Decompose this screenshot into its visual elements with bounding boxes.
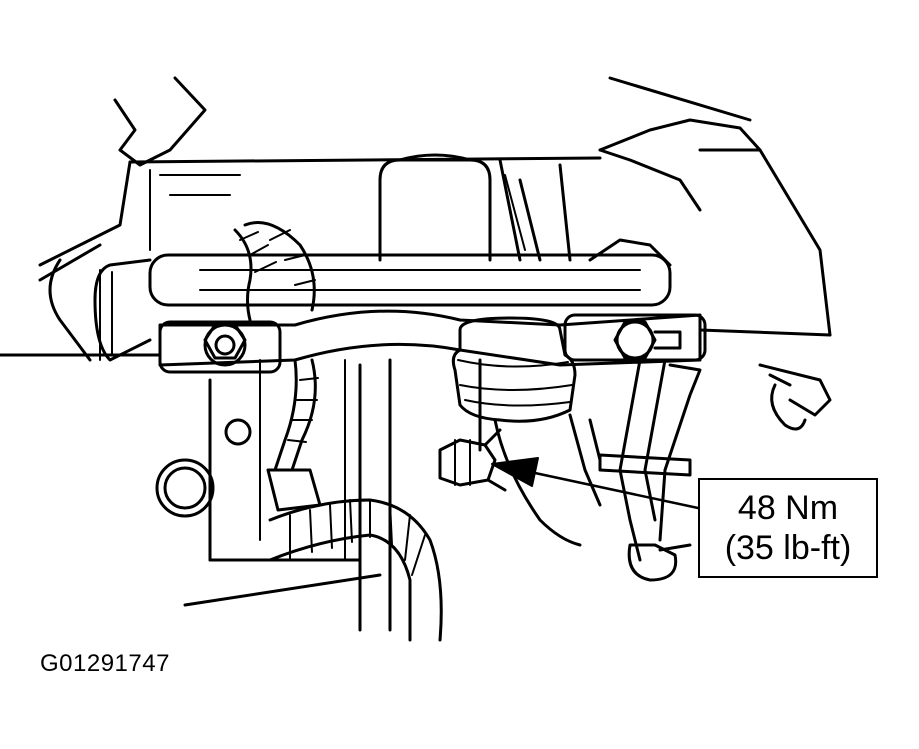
stabilizer-bar (48, 253, 672, 362)
torque-imperial-label: (35 lb-ft) (724, 529, 852, 567)
strut-assembly (358, 153, 572, 632)
torque-callout-box: 48 Nm (35 lb-ft) (698, 478, 878, 578)
tie-rod-fitting (438, 428, 507, 492)
right-side-lines (588, 238, 832, 582)
callout-arrow (491, 457, 700, 510)
ball-joint-boot (451, 316, 602, 547)
figure-id-label: G01291747 (40, 650, 170, 677)
torque-metric-label: 48 Nm (737, 489, 839, 527)
body-panel-outline (0, 76, 832, 607)
wiring-harness (233, 221, 443, 642)
arrowhead (491, 457, 539, 487)
bolts (155, 320, 682, 518)
lower-link-arm (158, 309, 707, 374)
